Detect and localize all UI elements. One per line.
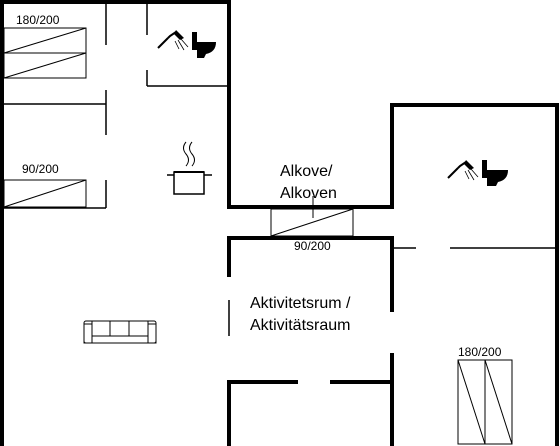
kitchen-icon: [167, 141, 212, 195]
bed-alcove: [270, 196, 354, 237]
bed-right: [457, 359, 513, 445]
bed-label-top-left: 180/200: [16, 13, 60, 27]
bed-label-alcove: 90/200: [294, 239, 331, 253]
room-label-activity-2: Aktivitätsraum: [250, 317, 350, 334]
bathroom-icon: [447, 160, 508, 186]
bed-label-right: 180/200: [458, 345, 502, 359]
interior-walls: [4, 4, 557, 336]
bed-label-middle-left: 90/200: [22, 162, 59, 176]
room-label-alcove-1: Alkove/: [280, 163, 333, 180]
bathroom-icon: [157, 30, 216, 58]
room-label-activity-1: Aktivitetsrum /: [250, 295, 351, 312]
bed-top-left: [3, 27, 87, 79]
sofa-icon: [83, 320, 157, 344]
bed-middle-left: [3, 179, 87, 208]
room-label-alcove-2: Alkoven: [280, 185, 337, 202]
